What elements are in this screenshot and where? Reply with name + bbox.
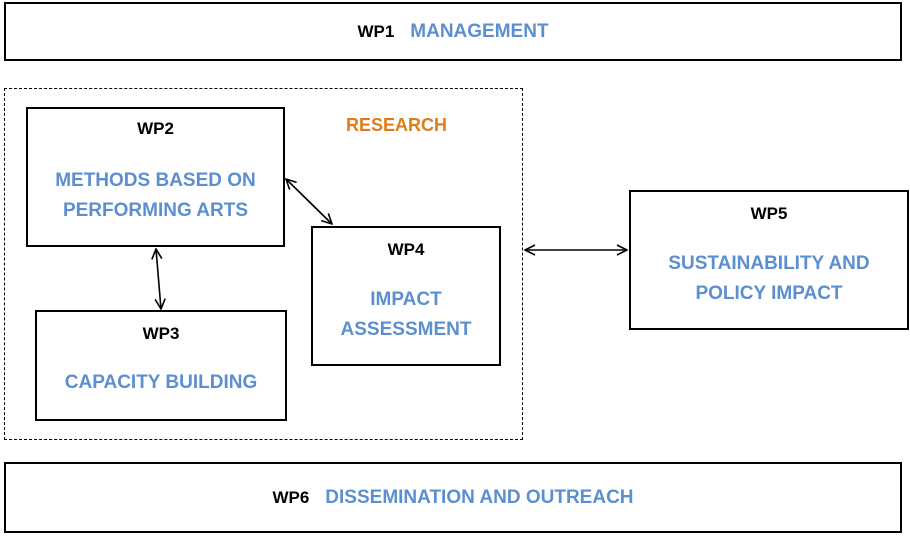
research-group	[4, 88, 523, 440]
wp5-title-line1: SUSTAINABILITY AND	[668, 253, 870, 274]
wp5-box: WP5 SUSTAINABILITY AND POLICY IMPACT	[629, 190, 909, 330]
wp3-code: WP3	[142, 324, 180, 343]
wp2-title-line2: PERFORMING ARTS	[62, 200, 249, 221]
wp4-box: WP4 IMPACT ASSESSMENT	[311, 226, 501, 366]
wp3-title: CAPACITY BUILDING	[64, 372, 258, 393]
research-label: RESEARCH	[346, 115, 448, 135]
wp1-code: WP1	[357, 21, 395, 41]
wp2-title-line1: METHODS BASED ON	[55, 170, 256, 191]
wp4-code: WP4	[387, 240, 425, 259]
wp2-code: WP2	[137, 119, 174, 138]
wp1-title: MANAGEMENT	[410, 20, 549, 42]
wp3-box: WP3 CAPACITY BUILDING	[35, 310, 287, 421]
wp2-box: WP2 METHODS BASED ON PERFORMING ARTS	[26, 107, 285, 247]
wp4-title-line2: ASSESSMENT	[340, 319, 472, 340]
wp6-title: DISSEMINATION AND OUTREACH	[325, 486, 634, 508]
wp6-code: WP6	[272, 487, 310, 507]
wp5-code: WP5	[750, 204, 788, 223]
wp6-box: WP6 DISSEMINATION AND OUTREACH	[4, 462, 902, 533]
wp1-box: WP1 MANAGEMENT	[4, 2, 902, 61]
wp5-title-line2: POLICY IMPACT	[695, 283, 843, 304]
wp4-title-line1: IMPACT	[370, 289, 442, 310]
